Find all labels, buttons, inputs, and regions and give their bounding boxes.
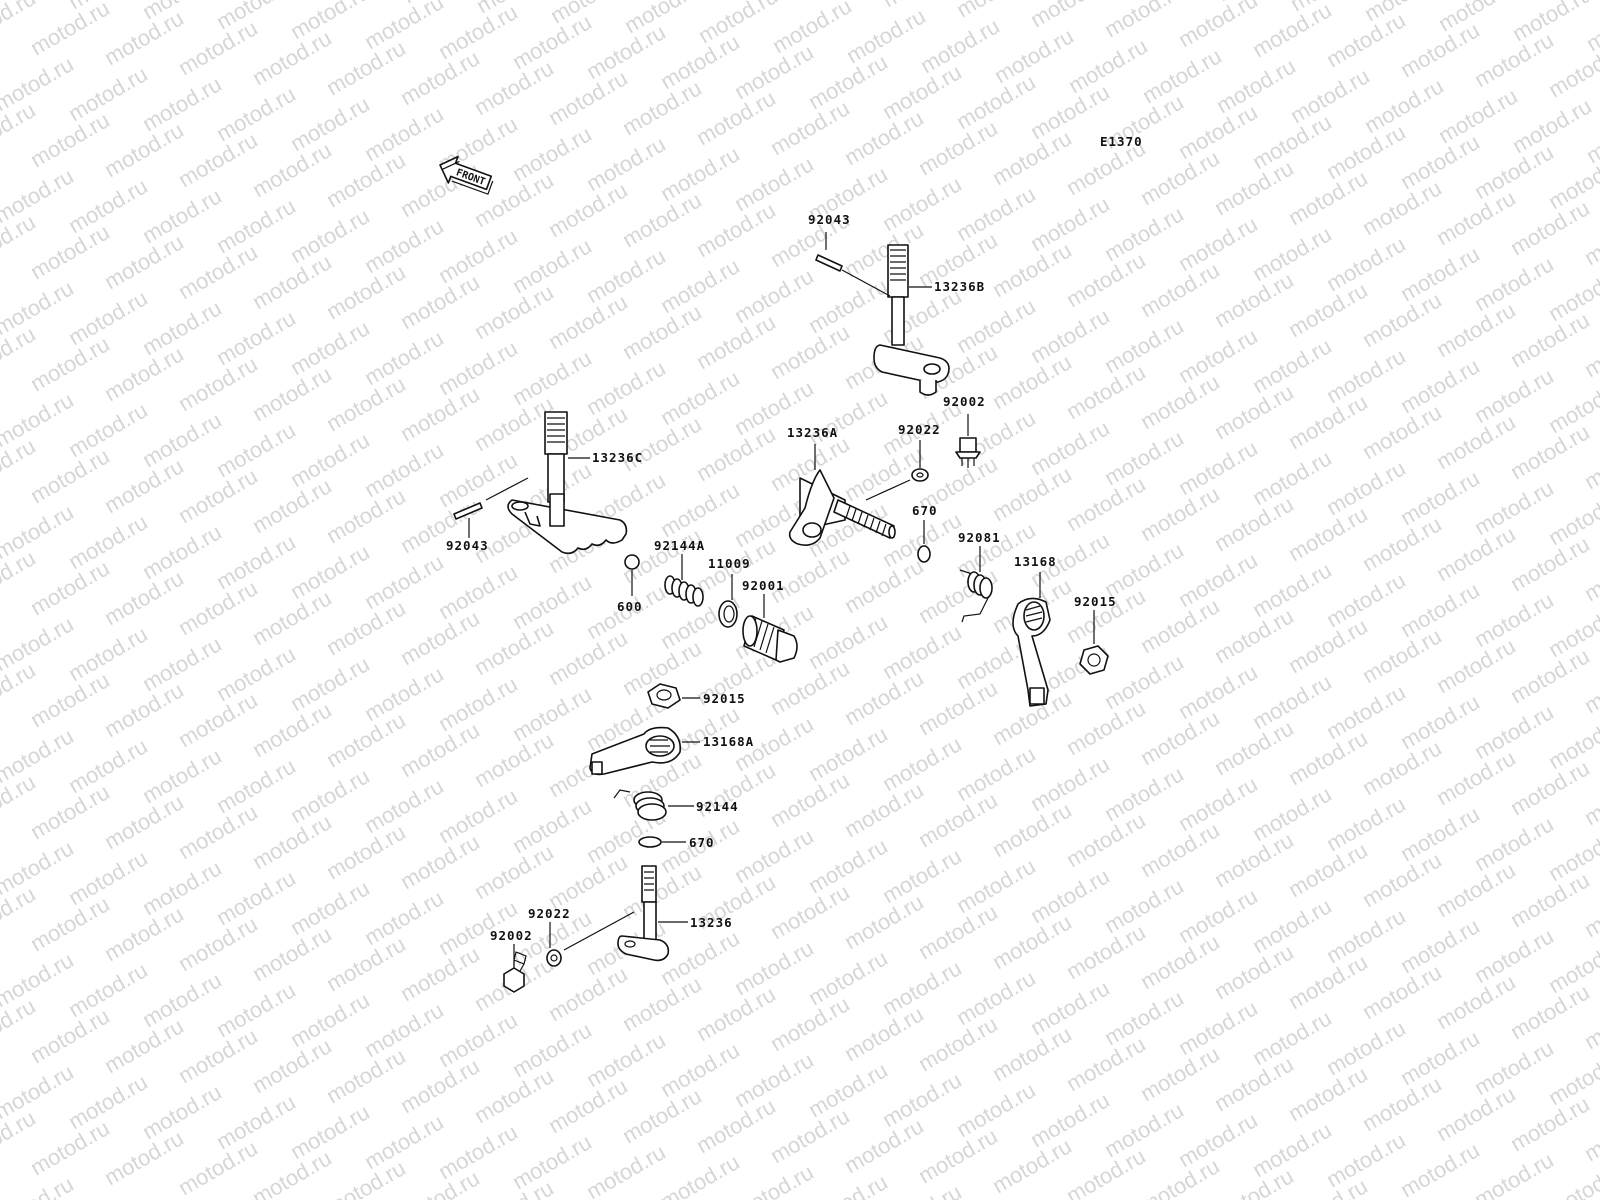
ball-600 [624, 554, 640, 570]
label-92022-top: 92022 [898, 422, 941, 437]
label-92002-top: 92002 [943, 394, 986, 409]
label-92015-right: 92015 [1074, 594, 1117, 609]
label-11009: 11009 [708, 556, 751, 571]
label-92043-left: 92043 [446, 538, 489, 553]
label-13236: 13236 [690, 915, 733, 930]
label-92081: 92081 [958, 530, 1001, 545]
label-92002-bottom: 92002 [490, 928, 533, 943]
watermark-text: motod.ru [0, 1161, 4, 1200]
spring-92144 [613, 789, 667, 821]
nut-92015-mid [647, 683, 681, 709]
spring-92144a [664, 575, 704, 607]
shaft-13236b [873, 244, 950, 396]
plug-92001 [742, 615, 798, 663]
bolt-92002-top [955, 437, 981, 468]
label-670-bottom: 670 [689, 835, 715, 850]
label-92022-bottom: 92022 [528, 906, 571, 921]
washer-92022-bottom [546, 949, 562, 967]
arm-13168 [1012, 597, 1051, 707]
label-670-top: 670 [912, 503, 938, 518]
oring-670-top [917, 545, 931, 563]
pin-92043-top [815, 254, 843, 272]
label-92001: 92001 [742, 578, 785, 593]
label-600: 600 [617, 599, 643, 614]
shaft-13236c [507, 411, 628, 555]
diagram-code: E1370 [1100, 134, 1143, 149]
spring-92081 [959, 569, 993, 623]
washer-92022-top [911, 468, 929, 482]
label-92144: 92144 [696, 799, 739, 814]
label-92043-top: 92043 [808, 212, 851, 227]
label-92015-mid: 92015 [703, 691, 746, 706]
label-13236a: 13236A [787, 425, 838, 440]
label-13168a: 13168A [703, 734, 754, 749]
shaft-13236a [788, 469, 896, 546]
label-92144a: 92144A [654, 538, 705, 553]
shaft-13236 [617, 865, 670, 962]
label-13236b: 13236B [934, 279, 985, 294]
label-13236c: 13236C [592, 450, 643, 465]
arm-13168a [589, 726, 682, 776]
pin-92043-left [453, 502, 483, 520]
nut-92015-right [1079, 645, 1109, 675]
oring-670-bottom [638, 836, 662, 848]
label-13168: 13168 [1014, 554, 1057, 569]
